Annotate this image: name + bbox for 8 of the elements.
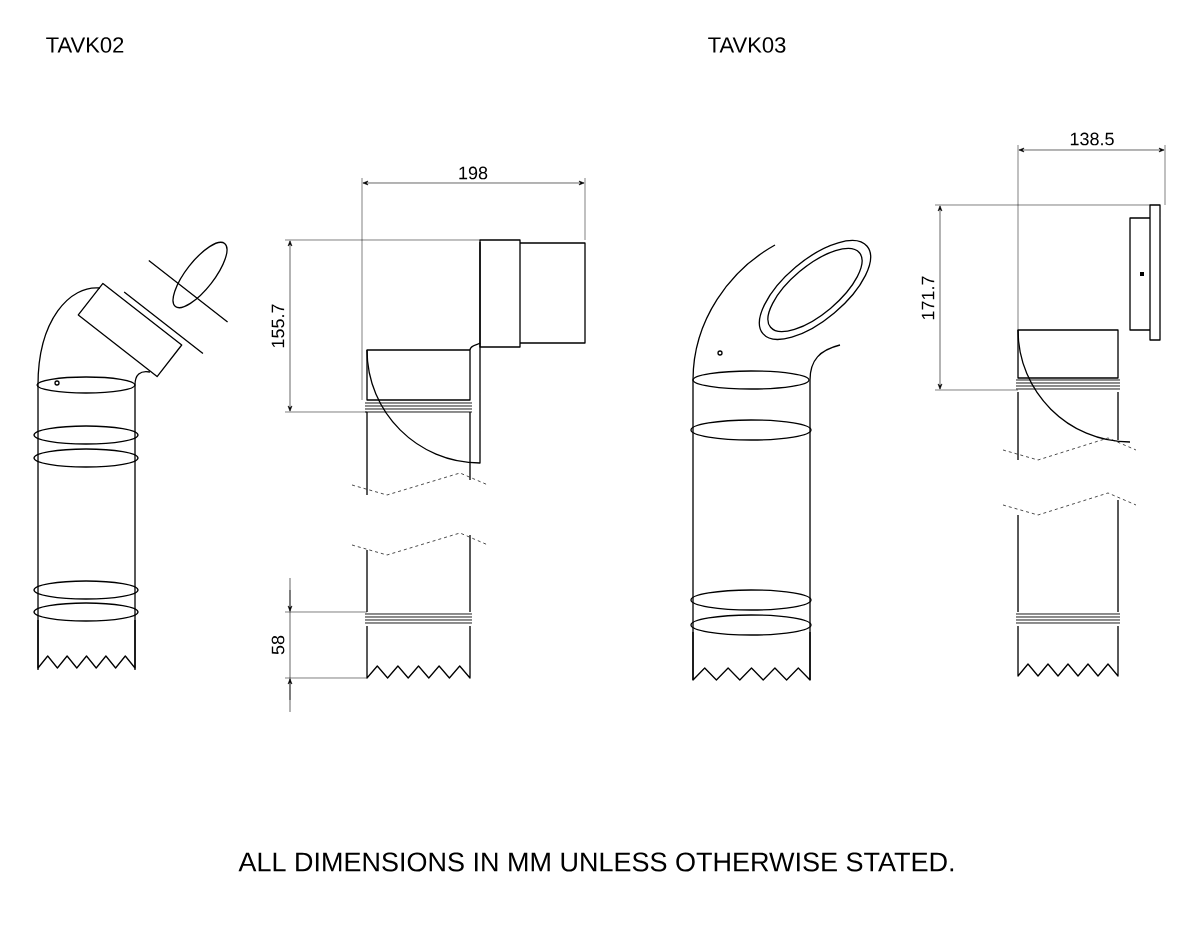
note-text: ALL DIMENSIONS IN MM UNLESS OTHERWISE STATED. xyxy=(238,852,954,872)
dimension-value: 138.5 xyxy=(1070,132,1114,146)
dimension-value: 171.7 xyxy=(921,276,935,320)
model-label: TAVK02 xyxy=(46,37,124,53)
dimension-value: 155.7 xyxy=(271,304,285,348)
model-label: TAVK03 xyxy=(708,37,786,53)
dimension-value: 198 xyxy=(459,166,488,180)
dimension-value: 58 xyxy=(271,635,285,655)
